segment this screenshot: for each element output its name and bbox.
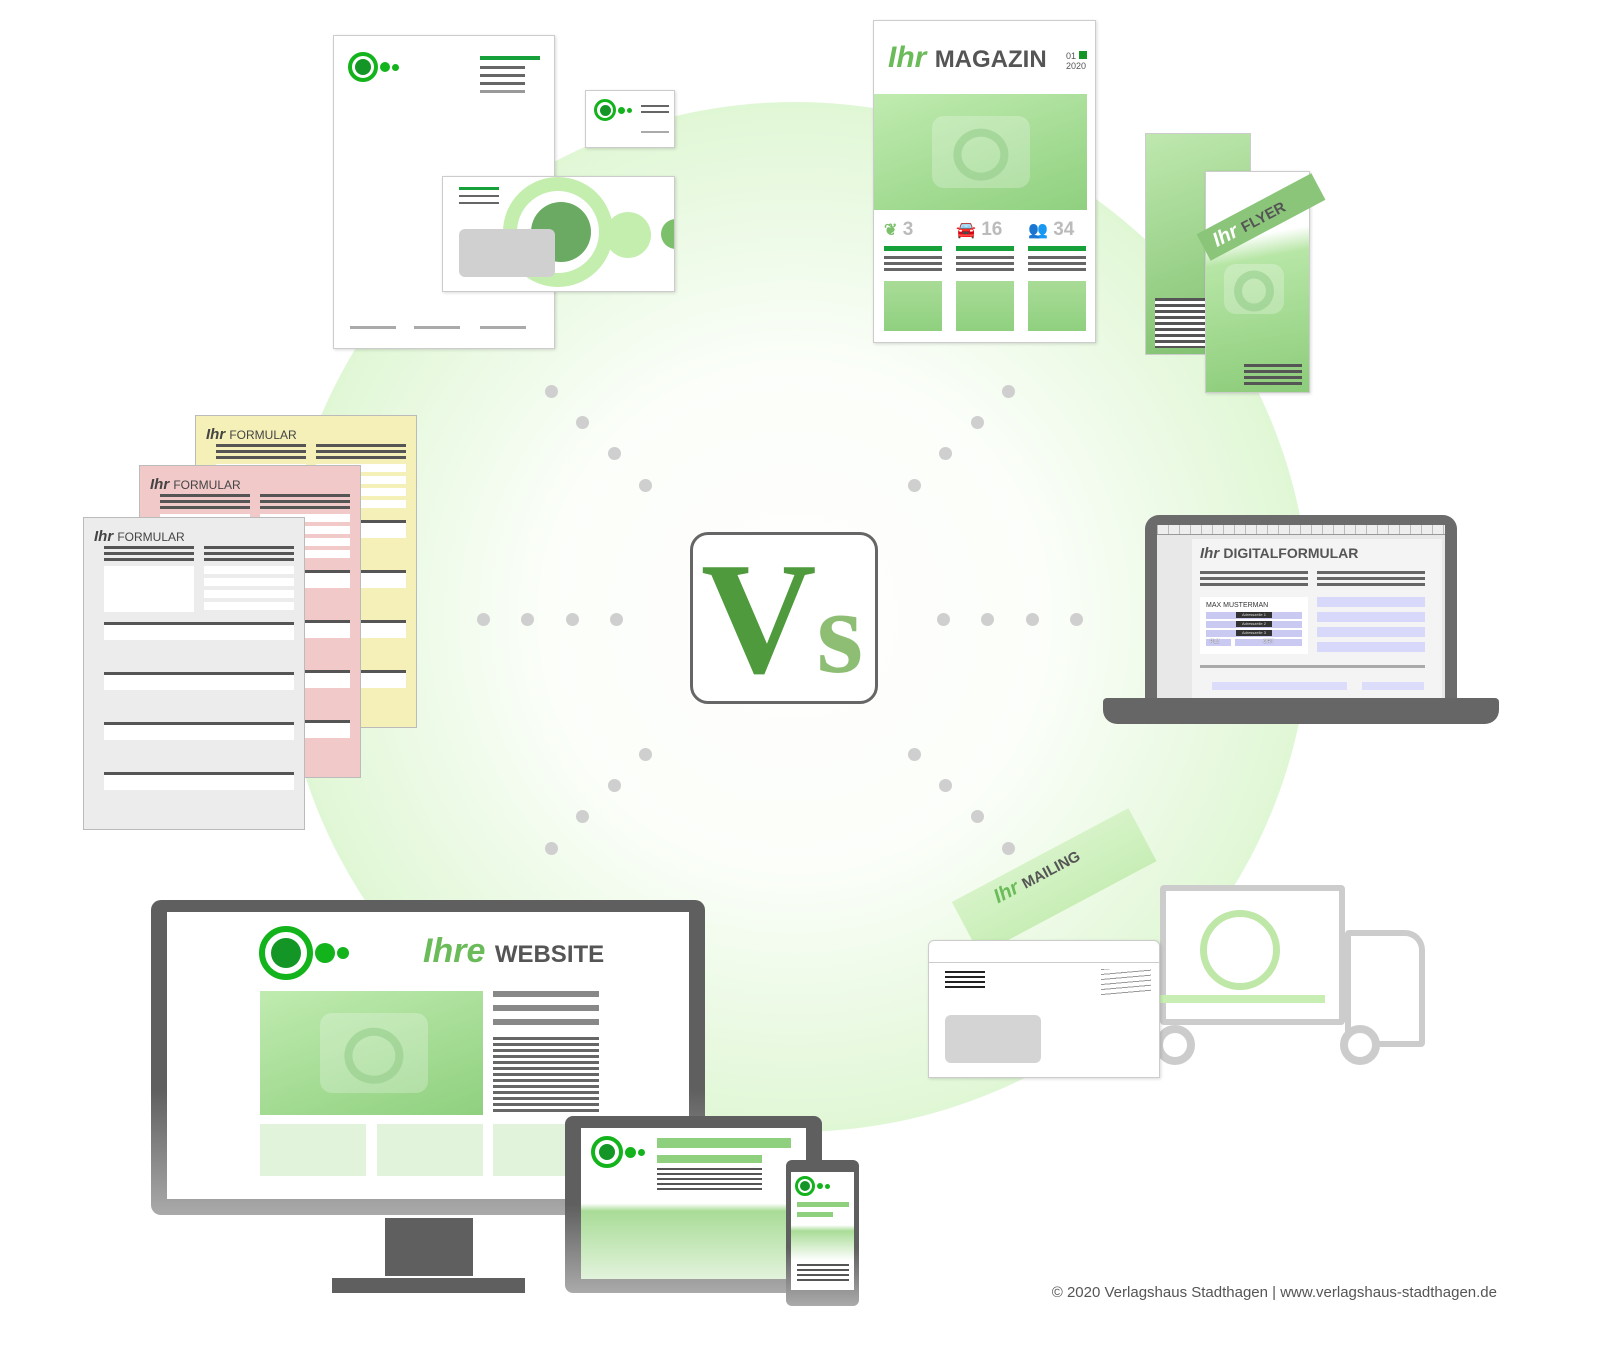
leaf-icon: ❦ xyxy=(884,222,898,239)
form-title: FORMULAR xyxy=(117,530,185,544)
monitor-base xyxy=(332,1278,525,1293)
connector-dot xyxy=(971,416,984,429)
connector-dot xyxy=(981,613,994,626)
connector-dot xyxy=(939,447,952,460)
form-title: FORMULAR xyxy=(173,478,241,492)
camera-icon xyxy=(320,1013,428,1093)
digitalform-ihr: Ihr xyxy=(1200,545,1220,562)
envelope-card xyxy=(442,176,675,292)
magazine: Ihr MAGAZIN 01 2020 ❦ 3 🚘 16 👥 34 xyxy=(873,20,1096,343)
address-field[interactable]: Adresszeile 1 xyxy=(1206,612,1302,619)
name-field[interactable]: MAX MUSTERMAN xyxy=(1206,602,1269,609)
editor-toolbar[interactable] xyxy=(1157,525,1445,535)
brand-logo-icon xyxy=(591,1136,645,1168)
footer-copyright: © 2020 Verlagshaus Stadthagen | www.verl… xyxy=(1051,1284,1497,1301)
connector-dot xyxy=(1002,385,1015,398)
stat-item: 🚘 16 xyxy=(956,219,1014,241)
connector-dot xyxy=(908,479,921,492)
digital-input-fields[interactable] xyxy=(1317,597,1425,655)
vs-logo: Vs xyxy=(690,532,878,704)
paper-form: Ihr FORMULAR xyxy=(83,517,305,830)
connector-dot xyxy=(971,810,984,823)
laptop-base xyxy=(1103,698,1499,724)
car-icon: 🚘 xyxy=(956,222,976,239)
envelope xyxy=(928,940,1160,1078)
connector-dot xyxy=(908,748,921,761)
address-field[interactable]: Adresszeile 2 xyxy=(1206,621,1302,628)
connector-dot xyxy=(545,842,558,855)
stat-item: ❦ 3 xyxy=(884,219,942,241)
connector-dot xyxy=(608,779,621,792)
form-ihr: Ihr xyxy=(94,528,114,545)
logo-text: Vs xyxy=(701,532,864,704)
connector-dot xyxy=(576,416,589,429)
business-card xyxy=(585,90,675,148)
brand-logo-icon xyxy=(594,99,632,121)
flyer-ihr: Ihr xyxy=(1209,220,1242,252)
connector-dot xyxy=(545,385,558,398)
smartphone xyxy=(786,1160,859,1306)
camera-icon xyxy=(932,116,1030,188)
delivery-truck-icon xyxy=(1155,885,1425,1080)
connector-dot xyxy=(1026,613,1039,626)
brand-logo-icon xyxy=(795,1176,830,1196)
stat-value: 16 xyxy=(981,219,1003,240)
connector-dot xyxy=(521,613,534,626)
photo-placeholder xyxy=(874,94,1087,210)
address-field-label: Adresszeile 2 xyxy=(1235,621,1272,627)
address-field-label: Adresszeile 1 xyxy=(1235,612,1272,618)
magazine-issue: 01 xyxy=(1066,51,1077,61)
ort-field[interactable]: ORT xyxy=(1235,639,1302,646)
connector-dot xyxy=(939,779,952,792)
stat-value: 3 xyxy=(902,219,914,240)
form-ihr: Ihr xyxy=(150,476,170,493)
form-ihr: Ihr xyxy=(206,426,226,443)
digitalform-title: DIGITALFORMULAR xyxy=(1223,545,1359,561)
connector-dot xyxy=(639,748,652,761)
postage-stamp-icon xyxy=(1101,969,1151,995)
flyer-title: FLYER xyxy=(1238,198,1289,237)
connector-dot xyxy=(477,613,490,626)
desktop-monitor: Ihre WEBSITE xyxy=(151,900,705,1215)
camera-icon xyxy=(1224,264,1284,314)
photo-placeholder xyxy=(260,991,483,1115)
people-icon: 👥 xyxy=(1028,222,1048,239)
connector-dot xyxy=(576,810,589,823)
website-title: WEBSITE xyxy=(494,941,605,968)
connector-dot xyxy=(610,613,623,626)
connector-dot xyxy=(1002,842,1015,855)
stat-item: 👥 34 xyxy=(1028,219,1086,241)
address-field-label: Adresszeile 3 xyxy=(1235,630,1272,636)
laptop: Ihr DIGITALFORMULAR MAX MUSTERMAN Adress… xyxy=(1145,515,1457,705)
flyer: Ihr FLYER xyxy=(1145,133,1326,393)
tablet xyxy=(565,1116,822,1293)
plz-field[interactable]: PLZ xyxy=(1206,639,1231,646)
connector-dot xyxy=(608,447,621,460)
monitor-stand xyxy=(385,1218,473,1276)
magazine-ihr: Ihr xyxy=(888,41,927,74)
connector-dot xyxy=(937,613,950,626)
magazine-year: 2020 xyxy=(1066,61,1087,71)
website-ihr: Ihre xyxy=(423,932,486,970)
form-title: FORMULAR xyxy=(229,428,297,442)
brand-logo-icon xyxy=(348,52,399,82)
connector-dot xyxy=(566,613,579,626)
magazine-title: MAGAZIN xyxy=(934,46,1047,73)
connector-dot xyxy=(1070,613,1083,626)
mailing-ihr: Ihr xyxy=(989,876,1023,908)
address-field[interactable]: Adresszeile 3 xyxy=(1206,630,1302,637)
brand-logo-icon xyxy=(259,926,349,980)
stat-value: 34 xyxy=(1053,219,1075,240)
connector-dot xyxy=(639,479,652,492)
